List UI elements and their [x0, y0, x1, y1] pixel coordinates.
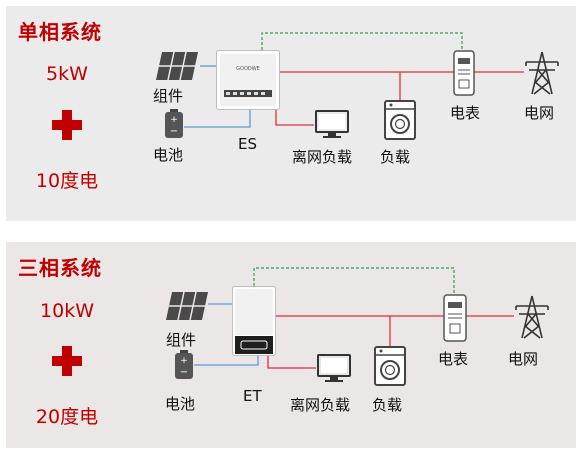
svg-text:+: +: [180, 356, 188, 366]
plus-icon: [52, 346, 82, 376]
power-rating: 10kW: [40, 300, 94, 322]
offgrid-load-label: 离网负载: [290, 396, 351, 414]
panel-title: 单相系统: [18, 20, 102, 44]
inverter-label: ES: [238, 135, 257, 153]
pv-label: 组件: [153, 87, 184, 105]
meter-label: 电表: [438, 350, 469, 368]
washing-machine-icon: [374, 346, 406, 386]
power-rating: 5kW: [46, 63, 88, 85]
battery-icon: + −: [175, 350, 193, 379]
grid-label: 电网: [508, 350, 539, 368]
load-label: 负载: [380, 148, 411, 166]
svg-text:+: +: [170, 115, 178, 125]
pv-label: 组件: [166, 331, 197, 349]
inverter-icon: [232, 286, 276, 356]
three-phase-panel: 三相系统 10kW 20度电 组件 + − 电池 ET: [6, 242, 576, 448]
battery-label: 电池: [165, 395, 196, 413]
storage-capacity: 20度电: [35, 406, 99, 428]
wiring-lines: [194, 267, 514, 369]
power-tower-icon: [525, 51, 559, 95]
monitor-icon: [317, 354, 351, 382]
storage-capacity: 10度电: [35, 170, 99, 192]
battery-icon: + −: [165, 109, 183, 138]
svg-text:−: −: [170, 126, 178, 137]
meter-label: 电表: [450, 104, 481, 122]
inverter-label: ET: [243, 387, 262, 405]
load-label: 负载: [372, 396, 403, 414]
offgrid-load-label: 离网负载: [292, 148, 353, 166]
battery-label: 电池: [153, 146, 184, 164]
panel-title: 三相系统: [18, 256, 102, 280]
inverter-icon: GOODWE: [216, 50, 280, 110]
svg-text:GOODWE: GOODWE: [236, 66, 260, 72]
meter-icon: [453, 50, 475, 96]
wiring-lines: [184, 32, 524, 128]
meter-icon: [443, 294, 467, 342]
single-phase-panel: 单相系统 5kW 10度电 组件 + − 电池 GOODWE: [6, 6, 576, 221]
power-tower-icon: [515, 295, 549, 339]
washing-machine-icon: [384, 100, 416, 140]
monitor-icon: [315, 110, 349, 138]
plus-icon: [52, 110, 82, 140]
svg-text:−: −: [180, 367, 188, 378]
solar-panel-icon: [166, 291, 208, 321]
grid-label: 电网: [524, 104, 555, 122]
solar-panel-icon: [156, 51, 198, 81]
